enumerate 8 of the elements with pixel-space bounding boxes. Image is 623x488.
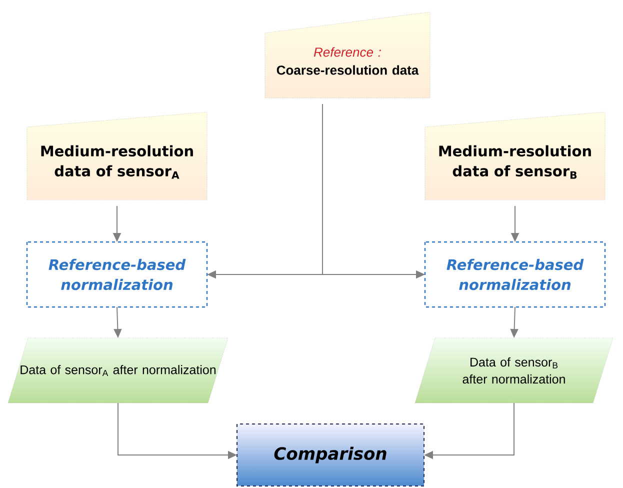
process-box: Reference-based normalization [26,241,208,308]
data-parallelogram: Data of sensor$_{B}$ after normalization [414,338,614,404]
input-box: Medium-resolution data of sensor$_{A}$ [26,112,208,200]
input-box: Medium-resolution data of sensor$_{B}$ [424,112,606,200]
input-box: Reference : Coarse-resolution data [264,12,430,98]
result-box: Comparison [236,424,424,486]
data-parallelogram: Data of sensor$_{A}$ after normalization [8,338,228,404]
process-box: Reference-based normalization [424,241,606,308]
